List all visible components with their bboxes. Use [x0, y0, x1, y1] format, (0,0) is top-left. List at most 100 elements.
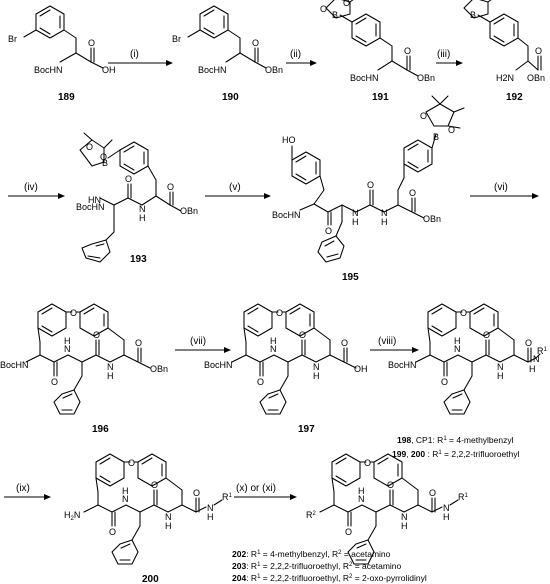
compound-label-191: 191: [372, 92, 389, 103]
atom-n: N: [401, 512, 408, 522]
atom-bochn: BocHN: [198, 65, 227, 75]
atom-o: O: [51, 377, 58, 387]
atom-o: O: [193, 488, 200, 498]
atom-obn: OBn: [423, 214, 441, 224]
atom-bochn: BocHN: [350, 73, 379, 83]
atom-obn: OBn: [265, 65, 283, 75]
atom-b: B: [332, 10, 338, 20]
atom-o: O: [404, 46, 411, 56]
atom-oh: OH: [102, 65, 116, 75]
compound-label-197: 197: [298, 424, 315, 435]
step-label-iii: (iii): [437, 49, 450, 60]
atom-o: O: [128, 458, 135, 468]
atom-b: B: [470, 10, 476, 20]
step-label-ix: (ix): [16, 483, 30, 494]
atom-h: H: [381, 217, 388, 227]
compound-196-structure: O BocHN O N H O N H O OBn: [0, 303, 168, 415]
atom-o: O: [257, 377, 264, 387]
atom-o: O: [429, 488, 436, 498]
atom-o: O: [167, 182, 174, 192]
atom-h2n: H2N: [496, 73, 514, 83]
atom-o: O: [448, 125, 455, 135]
atom-h: H: [207, 512, 214, 522]
atom-hn: HN: [88, 195, 101, 205]
atom-o: O: [345, 527, 352, 537]
atom-n: N: [533, 354, 540, 364]
atom-bochn: BocHN: [204, 360, 233, 370]
compound-190-structure: Br BocHN O OBn: [172, 5, 283, 75]
atom-o: O: [460, 308, 467, 318]
atom-oh: OH: [354, 364, 368, 374]
caption-202: 202: R1 = 4-methylbenzyl, R2 = acetamino: [232, 549, 391, 559]
atom-o: O: [409, 188, 416, 198]
atom-n: N: [358, 494, 365, 504]
atom-h: H: [270, 336, 277, 346]
atom-n: N: [443, 503, 450, 513]
atom-h: H: [64, 336, 71, 346]
atom-o: O: [325, 226, 332, 236]
atom-n: N: [139, 204, 146, 214]
compound-202-204-structure: R2 O O N H O N H O N H R1: [306, 453, 469, 565]
compound-label-192: 192: [506, 92, 523, 103]
atom-obn: OBn: [180, 206, 198, 216]
atom-ho: HO: [282, 135, 296, 145]
compound-193-structure: B O O HN BocHN O N H O OBn: [76, 132, 198, 263]
compound-label-200: 200: [142, 574, 159, 584]
atom-r1: R1: [222, 492, 233, 502]
atom-o: O: [364, 458, 371, 468]
step-label-x-xi: (x) or (xi): [236, 483, 276, 494]
atom-o: O: [420, 111, 427, 121]
caption-199-200: 199, 200 : R1 = 2,2,2-trifluoroethyl: [392, 449, 520, 459]
compound-195-structure: HO BocHN O N H O N H O OBn B O O: [272, 95, 465, 263]
compound-189-structure: Br BocHN O OH: [8, 5, 116, 75]
atom-o: O: [252, 38, 259, 48]
atom-o: O: [125, 174, 132, 184]
atom-r2: R2: [306, 510, 317, 520]
atom-bochn: BocHN: [272, 210, 301, 220]
caption-204: 204: R1 = 2,2,2-trifluoroethyl, R2 = 2-o…: [232, 573, 427, 583]
compound-label-193: 193: [130, 254, 147, 265]
atom-bochn: BocHN: [76, 202, 105, 212]
atom-h: H: [358, 486, 365, 496]
atom-o: O: [299, 330, 306, 340]
atom-o: O: [535, 46, 542, 56]
atom-n: N: [313, 362, 320, 372]
step-label-vii: (vii): [190, 336, 206, 347]
atom-n: N: [352, 208, 359, 218]
step-label-ii: (ii): [290, 49, 301, 60]
atom-n: N: [107, 362, 114, 372]
compound-label-189: 189: [58, 92, 75, 103]
compound-label-190: 190: [222, 92, 239, 103]
atom-o: O: [525, 338, 532, 348]
atom-o: O: [441, 377, 448, 387]
atom-o: O: [341, 338, 348, 348]
step-label-iv: (iv): [24, 182, 38, 193]
atom-b: B: [102, 158, 108, 168]
atom-n: N: [64, 344, 71, 354]
atom-o: O: [320, 4, 327, 14]
atom-o: O: [135, 338, 142, 348]
atom-h: H: [107, 371, 114, 381]
compound-191-structure: B O O BocHN O OBn: [320, 0, 435, 83]
atom-n: N: [454, 344, 461, 354]
atom-r1: R1: [458, 492, 469, 502]
step-label-i: (i): [130, 49, 139, 60]
atom-h2n: H2N: [64, 510, 80, 522]
atom-o: O: [276, 308, 283, 318]
atom-n: N: [165, 512, 172, 522]
atom-h: H: [352, 217, 359, 227]
step-label-v: (v): [229, 182, 241, 193]
compound-192-structure: B H2N O OBn: [463, 0, 545, 83]
atom-o: O: [93, 330, 100, 340]
atom-o: O: [109, 527, 116, 537]
atom-o: O: [151, 480, 158, 490]
atom-o: O: [387, 480, 394, 490]
atom-br: Br: [172, 34, 181, 44]
atom-o: O: [343, 0, 350, 8]
atom-n: N: [207, 503, 214, 513]
atom-bochn: BocHN: [34, 65, 63, 75]
compound-label-195: 195: [342, 272, 359, 283]
step-label-viii: (viii): [378, 336, 396, 347]
atom-r1: R1: [537, 346, 548, 356]
